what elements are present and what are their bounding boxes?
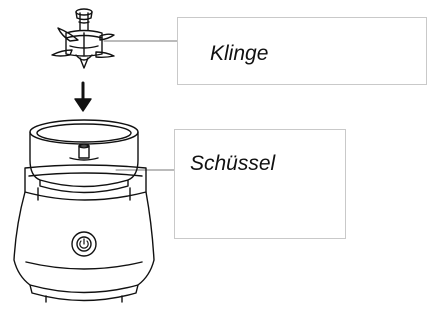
- power-icon[interactable]: [71, 231, 97, 257]
- bowl-label: Schüssel: [190, 152, 276, 175]
- bowl: [29, 119, 139, 194]
- bowl-callout: Schüssel: [174, 129, 346, 239]
- motor-base: [13, 164, 155, 303]
- arrow-down-icon: [74, 81, 92, 112]
- blade-label: Klinge: [210, 42, 269, 65]
- blade-callout: Klinge: [177, 17, 427, 85]
- blade-assembly: [51, 8, 115, 69]
